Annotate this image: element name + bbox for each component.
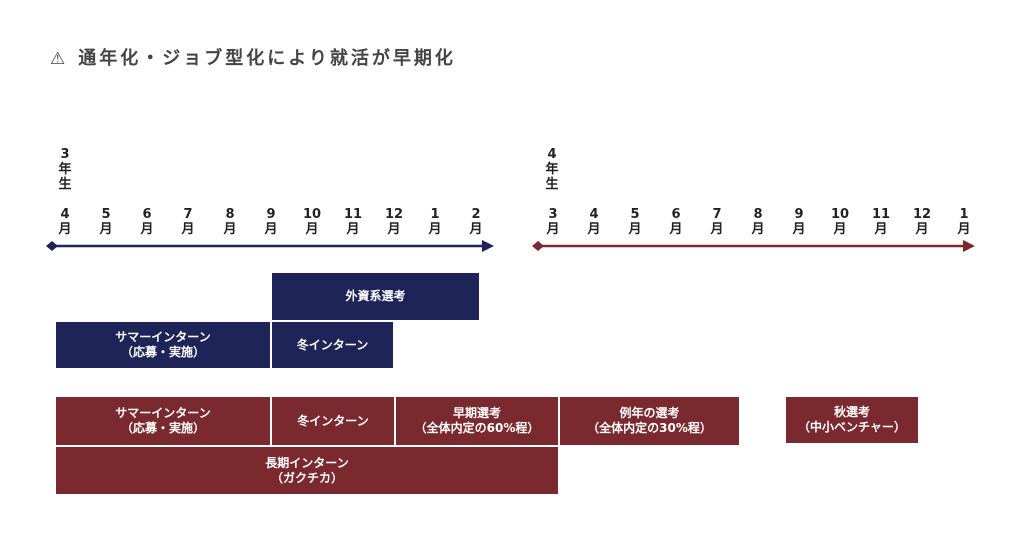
timeline-start-diamond-3rd: [46, 241, 58, 251]
year-label-digit: 4: [547, 147, 557, 162]
autumn-selection-box: 秋選考 （中小ベンチャー）: [785, 396, 919, 444]
page-title: ⚠ 通年化・ジョブ型化により就活が早期化: [50, 44, 456, 70]
timeline-start-diamond-4th: [532, 241, 544, 251]
box-label: サマーインターン: [115, 330, 211, 344]
box-sublabel: （ガクチカ）: [270, 470, 343, 485]
year-label-char: 年: [545, 162, 559, 177]
early-selection-box: 早期選考 （全体内定の60%程）: [395, 396, 559, 446]
year-label-char: 生: [58, 177, 72, 192]
box-label: 長期インターン: [265, 455, 349, 470]
box-label: 冬インターン: [296, 337, 369, 352]
year-label-char: 年: [58, 162, 72, 177]
winter-intern-box-navy: 冬インターン: [271, 321, 394, 369]
gaishi-selection-box: 外資系選考: [271, 272, 480, 321]
summer-intern-box-red: サマーインターン （応募・実施）: [55, 396, 271, 446]
box-label: 例年の選考: [619, 406, 680, 420]
box-sublabel: （全体内定の30%程）: [587, 421, 712, 435]
long-intern-box: 長期インターン （ガクチカ）: [55, 446, 559, 495]
box-sublabel: （全体内定の60%程）: [414, 421, 540, 435]
box-sublabel: （中小ベンチャー）: [798, 420, 906, 434]
timeline-arrow-3rd: [46, 240, 494, 252]
warning-triangle-icon: ⚠: [50, 49, 69, 69]
box-label: 早期選考: [452, 406, 501, 420]
year-label-char: 生: [545, 177, 559, 192]
year-label-4th: 4 年 生: [542, 147, 562, 192]
box-label: 秋選考: [833, 405, 870, 419]
timeline-arrow-4th: [532, 240, 975, 252]
regular-selection-box: 例年の選考 （全体内定の30%程）: [559, 396, 740, 446]
year-label-digit: 3: [60, 147, 70, 162]
winter-intern-box-red: 冬インターン: [271, 396, 395, 446]
timeline-arrowhead-3rd: [482, 240, 494, 252]
year-label-3rd: 3 年 生: [55, 147, 75, 192]
box-label: 冬インターン: [297, 413, 369, 428]
summer-intern-box-navy: サマーインターン （応募・実施）: [55, 321, 271, 369]
page-title-text: 通年化・ジョブ型化により就活が早期化: [78, 48, 456, 69]
box-label: サマーインターン: [115, 406, 211, 420]
timeline-arrowhead-4th: [963, 240, 975, 252]
box-label: 外資系選考: [345, 289, 406, 303]
box-sublabel: （応募・実施）: [120, 345, 205, 359]
box-sublabel: （応募・実施）: [120, 421, 205, 435]
